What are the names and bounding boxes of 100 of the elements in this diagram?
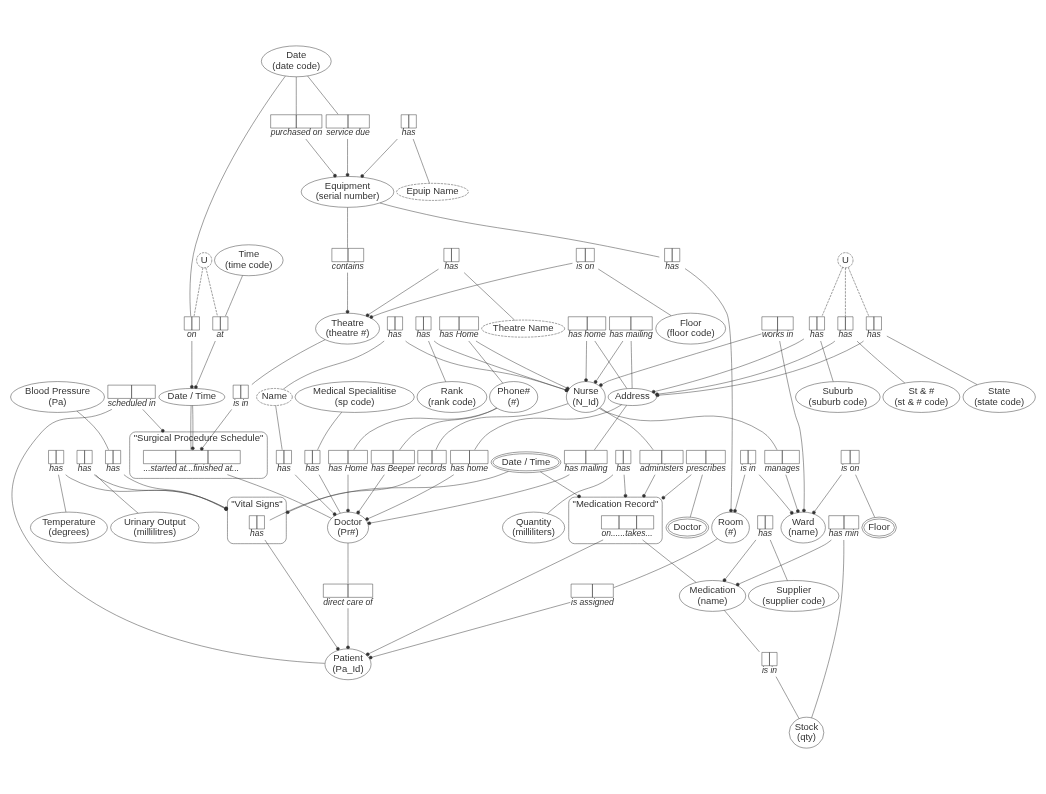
node-label: contains xyxy=(331,260,364,271)
connector xyxy=(820,340,834,382)
connector xyxy=(630,340,633,389)
connector xyxy=(428,340,446,383)
connector xyxy=(736,539,832,587)
node-label: has xyxy=(77,463,92,473)
node-label: has xyxy=(401,127,416,138)
connector xyxy=(661,474,692,500)
connector xyxy=(194,340,216,389)
node-label: has xyxy=(277,463,291,473)
node-ellipse: Suburb (suburb code) xyxy=(795,381,881,413)
node-label: has xyxy=(867,329,881,340)
node-label: ...started at...finished at... xyxy=(143,463,240,473)
node-label: has mailing xyxy=(564,463,608,473)
connector xyxy=(189,75,286,317)
node-label: at xyxy=(216,329,224,340)
connector xyxy=(347,207,348,249)
node-label: is in xyxy=(740,463,756,473)
node-label: is on xyxy=(841,463,860,473)
connector xyxy=(365,474,454,521)
connector xyxy=(227,474,332,519)
connector xyxy=(142,409,165,433)
node-ellipse: Date (date code) xyxy=(261,45,332,77)
node-label: administers xyxy=(639,463,684,473)
connector xyxy=(367,474,570,525)
node-ellipse: Phone# (#) xyxy=(489,381,538,413)
node-label: has mailing xyxy=(609,329,653,340)
node-label: has xyxy=(388,329,402,340)
connector xyxy=(758,474,794,515)
node-circle: U xyxy=(837,252,854,269)
node-ellipse: Supplier (supplier code) xyxy=(748,580,840,612)
connector xyxy=(405,340,569,392)
node-label: has Beeper xyxy=(371,463,415,473)
node-label: has Home xyxy=(328,463,368,473)
connector xyxy=(285,474,422,514)
node-ellipse: Floor (floor code) xyxy=(655,312,726,345)
node-ellipse: Time (time code) xyxy=(214,244,284,276)
node-label: service due xyxy=(326,127,370,138)
node-label: prescribes xyxy=(686,463,726,473)
node-ellipse: Name xyxy=(256,388,293,406)
node-label: on xyxy=(187,329,197,340)
node-ellipse: Quantity (milliliters) xyxy=(502,511,565,544)
connector xyxy=(345,138,350,177)
node-label: has xyxy=(616,463,631,473)
node-ellipse: St & # (st & # code) xyxy=(882,381,961,413)
connector xyxy=(812,474,842,515)
node-ellipse: Urinary Output (millilitres) xyxy=(110,511,200,544)
connector xyxy=(296,76,297,115)
connector xyxy=(642,539,697,583)
connector xyxy=(399,407,497,451)
connector xyxy=(475,340,570,391)
connector xyxy=(623,474,628,498)
node-label: works in xyxy=(761,329,794,340)
node-label: purchased on xyxy=(270,127,323,138)
connector xyxy=(594,405,627,451)
connector xyxy=(269,471,509,521)
connector xyxy=(353,407,498,450)
connector xyxy=(369,263,573,319)
connector xyxy=(779,340,806,513)
connector xyxy=(733,474,746,513)
connector xyxy=(305,138,337,178)
node-ellipse: Epuip Name xyxy=(396,183,469,201)
connector xyxy=(722,539,757,582)
node-label: has xyxy=(49,463,63,473)
node-label: manages xyxy=(764,463,800,473)
node-circle: U xyxy=(196,252,213,269)
connector xyxy=(200,409,232,451)
node-ellipse: Medical Specialitise (sp code) xyxy=(294,381,415,413)
connector xyxy=(856,340,906,384)
node-label: has xyxy=(810,329,824,340)
connector xyxy=(190,405,192,450)
connector xyxy=(474,404,622,451)
node-label: scheduled in xyxy=(107,397,156,408)
connector xyxy=(275,405,283,450)
connector xyxy=(468,340,504,384)
node-label: records xyxy=(417,463,447,473)
connector xyxy=(845,267,846,317)
connector xyxy=(599,408,778,451)
connector xyxy=(345,272,350,314)
connector xyxy=(642,474,656,498)
connector xyxy=(540,471,581,499)
connector xyxy=(684,268,733,513)
connector xyxy=(433,340,569,392)
node-label: has xyxy=(106,463,120,473)
connector xyxy=(190,340,194,389)
connector xyxy=(547,474,614,514)
node-label: is in xyxy=(233,397,249,408)
connector xyxy=(346,474,350,513)
node-ellipse: Rank (rank code) xyxy=(416,381,488,413)
connector xyxy=(785,474,800,513)
node-label: has xyxy=(838,329,853,340)
connector xyxy=(76,410,109,451)
node-label: has xyxy=(444,260,459,271)
node-label: has xyxy=(250,528,264,539)
node-ellipse: Date / Time xyxy=(158,388,226,406)
node-label: has home xyxy=(450,463,488,473)
connector xyxy=(365,268,439,317)
node-label: is in xyxy=(761,665,778,676)
node-label: has xyxy=(665,260,680,271)
node-label: has xyxy=(305,463,320,473)
